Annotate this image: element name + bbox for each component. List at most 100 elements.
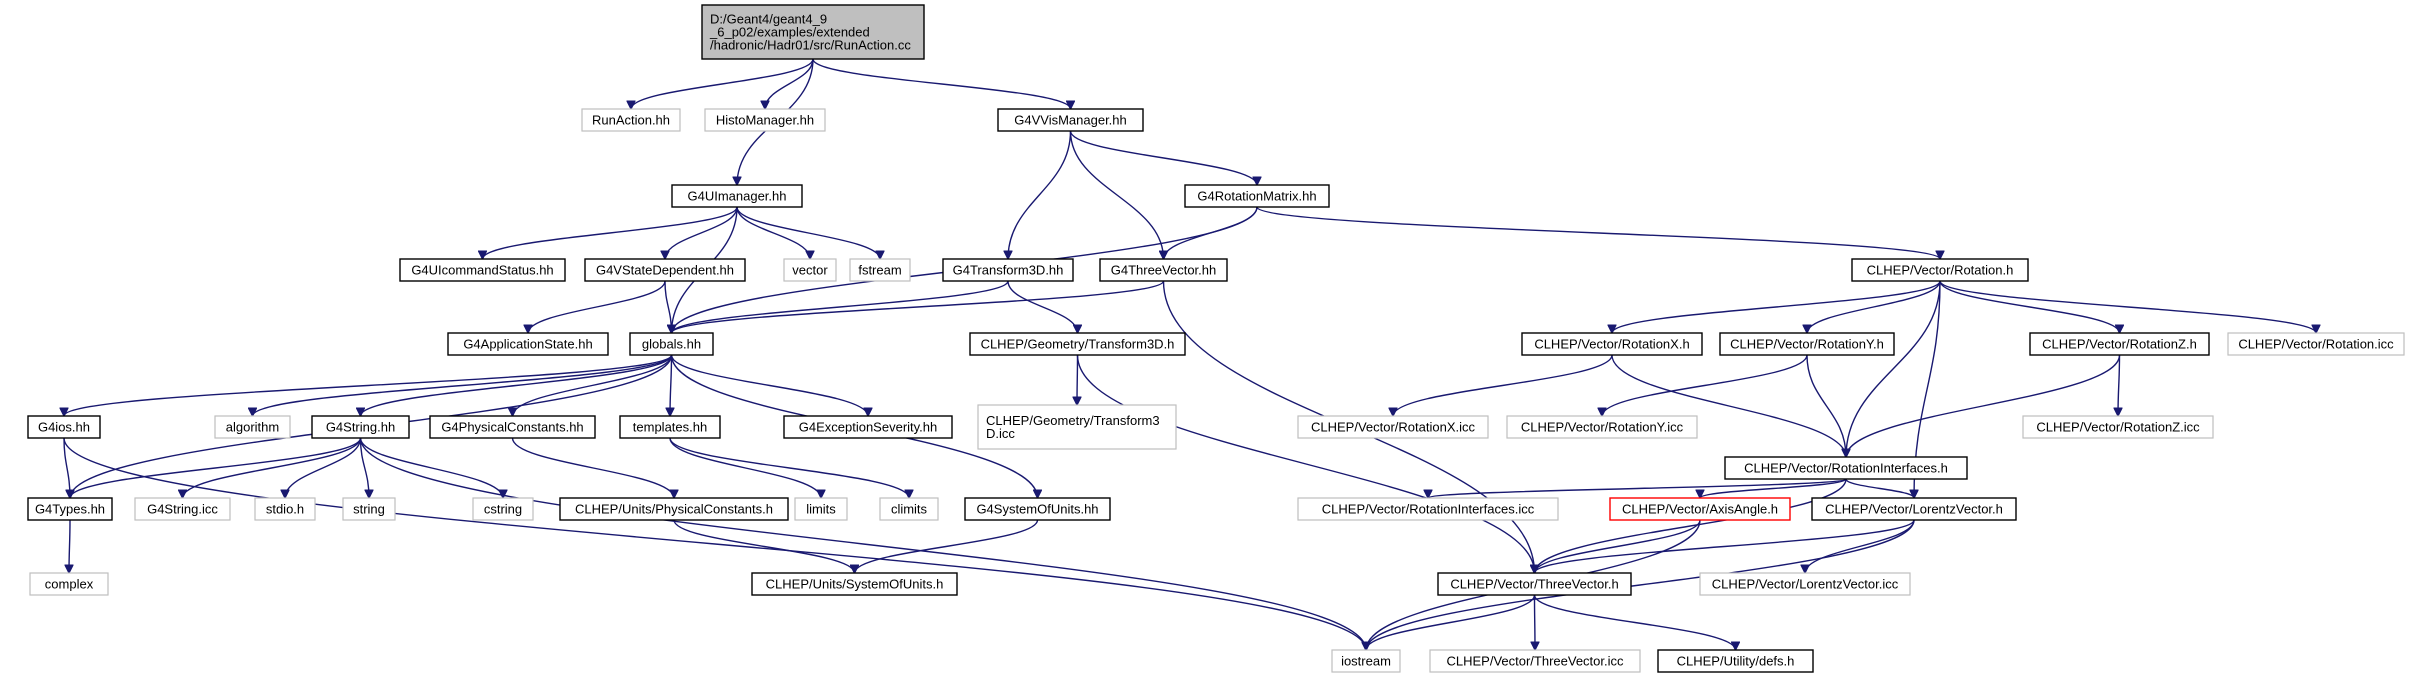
node-label: climits [891, 502, 928, 517]
node-box [751, 572, 958, 596]
edge-g4vstatedependent_hh-to-globals_hh [664, 280, 672, 333]
node-g4vvismanager-hh[interactable]: G4VVisManager.hh [997, 108, 1144, 132]
node-clhep-axisangle-h[interactable]: CLHEP/Vector/AxisAngle.h [1609, 497, 1791, 521]
edge-clhep_rotationz_h-to-clhep_rotationinterfaces_h [1846, 354, 2121, 457]
edge-g4string_hh-to-stdio_h [285, 437, 362, 498]
node-box [584, 258, 746, 282]
node-label-line: CLHEP/Units/PhysicalConstants.h [575, 502, 773, 517]
node-box [399, 258, 566, 282]
node-box [447, 332, 609, 356]
node-g4string-icc: G4String.icc [134, 497, 231, 521]
node-g4exceptionseverity-hh[interactable]: G4ExceptionSeverity.hh [783, 415, 953, 439]
edge-clhep_rotation_h-to-clhep_rotationinterfaces_h [1846, 280, 1941, 457]
node-g4uicommandstatus-hh[interactable]: G4UIcommandStatus.hh [399, 258, 566, 282]
node-cstring: cstring [472, 497, 534, 521]
node-clhep-rotation-h[interactable]: CLHEP/Vector/Rotation.h [1851, 258, 2029, 282]
node-label: fstream [858, 263, 901, 278]
node-g4ios-hh[interactable]: G4ios.hh [27, 415, 101, 439]
edge-clhep_rotationz_h-to-clhep_rotationz_icc [2118, 354, 2120, 416]
node-label-line: CLHEP/Geometry/Transform3D.h [981, 337, 1175, 352]
node-clhep-lorentzvector-icc: CLHEP/Vector/LorentzVector.icc [1699, 572, 1911, 596]
node-label: HistoManager.hh [716, 113, 814, 128]
edge-g4transform3d_hh-to-globals_hh [672, 280, 1009, 333]
node-label: G4Transform3D.hh [953, 263, 1064, 278]
node-g4systemofunits-hh[interactable]: G4SystemOfUnits.hh [964, 497, 1111, 521]
node-climits: climits [879, 497, 939, 521]
node-label: CLHEP/Vector/LorentzVector.icc [1712, 577, 1899, 592]
edge-globals_hh-to-templates_hh [670, 354, 672, 416]
node-clhep-geom-transform3d-h[interactable]: CLHEP/Geometry/Transform3D.h [969, 332, 1186, 356]
node-label-line: G4VVisManager.hh [1014, 113, 1127, 128]
node-label-line: /hadronic/Hadr01/src/RunAction.cc [710, 38, 911, 53]
node-clhep-units-systemofunits-h[interactable]: CLHEP/Units/SystemOfUnits.h [751, 572, 958, 596]
node-clhep-rotationy-h[interactable]: CLHEP/Vector/RotationY.h [1719, 332, 1895, 356]
node-label-line: G4VStateDependent.hh [596, 263, 734, 278]
node-clhep-units-physicalconstants-h[interactable]: CLHEP/Units/PhysicalConstants.h [559, 497, 789, 521]
node-label-line: CLHEP/Vector/RotationX.h [1534, 337, 1689, 352]
node-stdio-h: stdio.h [254, 497, 316, 521]
edge-clhep_rotation_h-to-clhep_rotation_icc [1939, 280, 2316, 334]
node-clhep-lorentzvector-h[interactable]: CLHEP/Vector/LorentzVector.h [1811, 497, 2017, 521]
edge-clhep_rotationy_h-to-clhep_rotationinterfaces_h [1806, 354, 1846, 457]
node-label-line: RunAction.hh [592, 113, 670, 128]
node-label-line: CLHEP/Vector/RotationX.icc [1311, 420, 1476, 435]
node-g4types-hh[interactable]: G4Types.hh [27, 497, 113, 521]
node-box [1099, 258, 1228, 282]
edge-g4string_hh-to-iostream [359, 437, 1367, 650]
node-label-line: CLHEP/Vector/RotationInterfaces.h [1744, 461, 1948, 476]
node-g4threevector-hh[interactable]: G4ThreeVector.hh [1099, 258, 1228, 282]
node-clhep-rotationy-icc: CLHEP/Vector/RotationY.icc [1506, 415, 1698, 439]
node-box [1609, 497, 1791, 521]
node-g4vstatedependent-hh[interactable]: G4VStateDependent.hh [584, 258, 746, 282]
node-box [794, 497, 848, 521]
node-g4uimanager-hh[interactable]: G4UImanager.hh [671, 184, 803, 208]
edge-globals_hh-to-g4exceptionseverity_hh [670, 354, 869, 416]
node-label: CLHEP/Vector/LorentzVector.h [1825, 502, 2003, 517]
node-g4rotationmatrix-hh[interactable]: G4RotationMatrix.hh [1184, 184, 1330, 208]
node-label: algorithm [226, 420, 279, 435]
edge-clhep_lorentzvector_h-to-clhep_lorentzvector_icc [1805, 519, 1915, 573]
node-g4transform3d-hh[interactable]: G4Transform3D.hh [942, 258, 1074, 282]
node-box [977, 404, 1177, 450]
node-label: CLHEP/Geometry/Transform3D.h [981, 337, 1175, 352]
node-clhep-rotationz-h[interactable]: CLHEP/Vector/RotationZ.h [2029, 332, 2210, 356]
node-fstream: fstream [849, 258, 911, 282]
node-g4physicalconstants-hh[interactable]: G4PhysicalConstants.hh [429, 415, 596, 439]
edge-g4physicalconstants_hh-to-clhep_units_physicalconstants_h [511, 437, 675, 498]
node-globals-hh[interactable]: globals.hh [629, 332, 714, 356]
node-label-line: G4ExceptionSeverity.hh [799, 420, 938, 435]
node-label: stdio.h [266, 502, 304, 517]
edge-g4vvismanager_hh-to-g4rotationmatrix_hh [1069, 130, 1258, 185]
node-label-line: G4SystemOfUnits.hh [976, 502, 1098, 517]
node-label-line: CLHEP/Geometry/Transform3 [986, 413, 1160, 428]
node-iostream: iostream [1331, 649, 1401, 673]
node-label: CLHEP/Vector/RotationZ.h [2042, 337, 2197, 352]
node-clhep-rotation-icc: CLHEP/Vector/Rotation.icc [2227, 332, 2405, 356]
node-label-line: G4String.icc [147, 502, 218, 517]
node-label-line: CLHEP/Vector/AxisAngle.h [1622, 502, 1778, 517]
node-box [849, 258, 911, 282]
node-clhep-rotationx-h[interactable]: CLHEP/Vector/RotationX.h [1521, 332, 1703, 356]
node-label-line: CLHEP/Vector/RotationY.icc [1521, 420, 1684, 435]
node-clhep-rotationinterfaces-h[interactable]: CLHEP/Vector/RotationInterfaces.h [1724, 456, 1968, 480]
node-box [311, 415, 410, 439]
node-label: G4String.icc [147, 502, 218, 517]
edge-g4vstatedependent_hh-to-g4applicationstate_hh [528, 280, 666, 333]
node-g4applicationstate-hh[interactable]: G4ApplicationState.hh [447, 332, 609, 356]
node-label-line: vector [792, 263, 828, 278]
node-box [1724, 456, 1968, 480]
node-box [559, 497, 789, 521]
node-clhep-utility-defs-h[interactable]: CLHEP/Utility/defs.h [1657, 649, 1814, 673]
node-clhep-threevector-h[interactable]: CLHEP/Vector/ThreeVector.h [1437, 572, 1632, 596]
node-runaction-cc[interactable]: D:/Geant4/geant4_9_6_p02/examples/extend… [701, 4, 925, 60]
edge-runaction_cc-to-runaction_hh [631, 58, 814, 109]
node-label-line: templates.hh [633, 420, 707, 435]
edges-layer [64, 58, 2316, 650]
edge-g4vvismanager_hh-to-g4threevector_hh [1069, 130, 1164, 259]
node-g4string-hh[interactable]: G4String.hh [311, 415, 410, 439]
node-label-line: CLHEP/Vector/LorentzVector.icc [1712, 577, 1899, 592]
node-box [1297, 497, 1559, 521]
node-box [1331, 649, 1401, 673]
node-label-line: limits [806, 502, 836, 517]
node-templates-hh[interactable]: templates.hh [619, 415, 721, 439]
